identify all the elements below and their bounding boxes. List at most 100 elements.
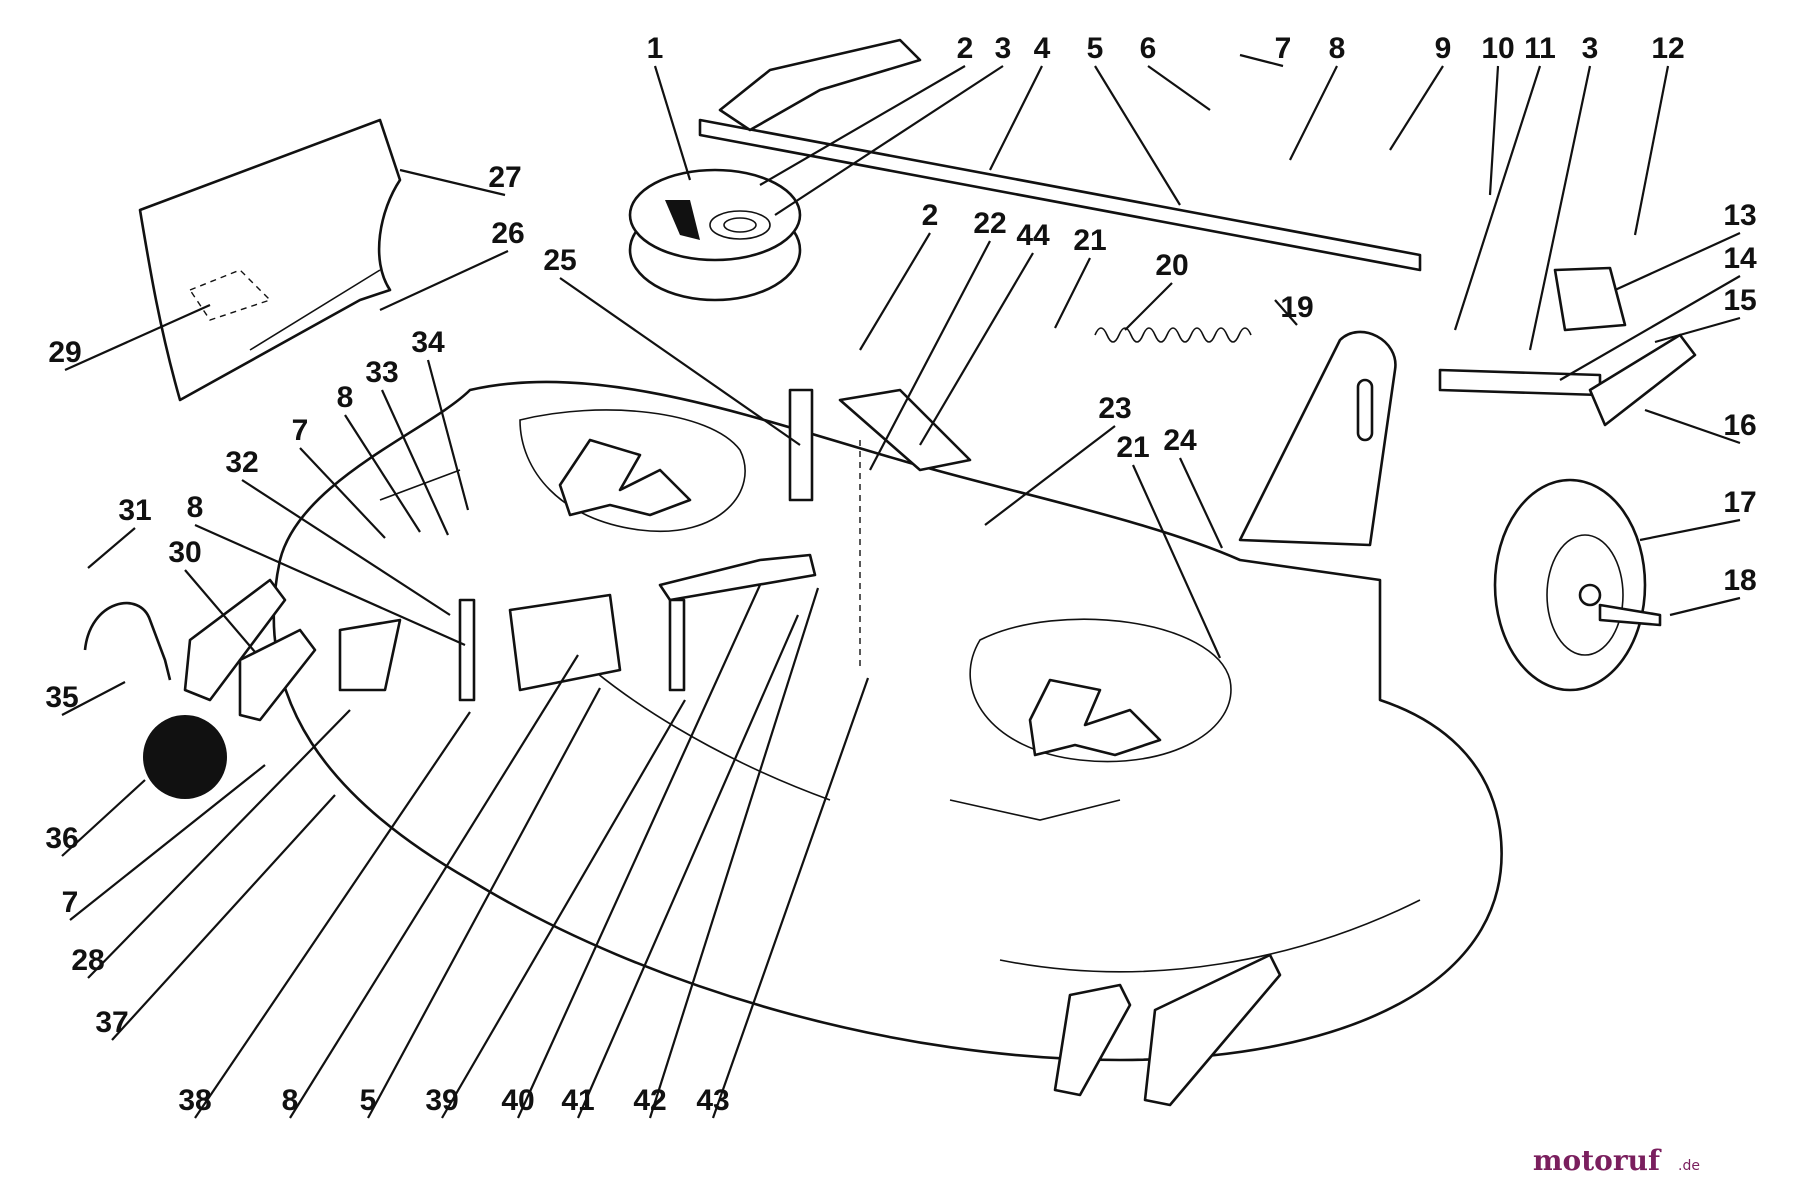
leader-line [869, 240, 991, 471]
leader-line [111, 794, 336, 1041]
callout-number: 9 [1435, 32, 1452, 65]
callout-number: 5 [1087, 32, 1104, 65]
leader-line [984, 425, 1116, 526]
callout-number: 41 [561, 1084, 594, 1117]
deck-wheel [1493, 478, 1662, 692]
watermark-tld: .de [1678, 1158, 1700, 1174]
leader-line [1639, 518, 1741, 542]
callout-number: 3 [1582, 32, 1599, 65]
leader-line [1124, 282, 1173, 331]
callout-number: 3 [995, 32, 1012, 65]
leader-line [1614, 231, 1741, 292]
leader-line [399, 168, 506, 197]
leader-line [241, 479, 451, 616]
leader-line [64, 303, 211, 372]
callout-number: 21 [1073, 224, 1106, 257]
leader-line [380, 389, 450, 536]
callout-number: 8 [282, 1084, 299, 1117]
watermark-brand: motoruf [1533, 1144, 1662, 1177]
callout-number: 39 [425, 1084, 458, 1117]
callout-number: 31 [118, 494, 151, 527]
leader-line [1528, 65, 1592, 351]
callout-number: 44 [1016, 219, 1050, 252]
leader-line [367, 687, 601, 1119]
leader-line [194, 711, 471, 1119]
leader-line [1274, 299, 1298, 326]
callout-number: 30 [168, 536, 201, 569]
leader-line [919, 252, 1034, 446]
callout-number: 1 [647, 32, 664, 65]
leader-line [1488, 65, 1500, 196]
callout-number: 23 [1098, 392, 1131, 425]
callout-number: 16 [1723, 409, 1756, 442]
callout-number: 7 [1275, 32, 1292, 65]
callout-number: 10 [1481, 32, 1514, 65]
leader-line [774, 65, 1004, 216]
leader-line [1094, 65, 1181, 206]
leader-line [559, 277, 801, 446]
leader-line [859, 232, 931, 351]
leader-line [1654, 316, 1741, 344]
callout-number: 35 [45, 681, 78, 714]
front-lift-arms [1053, 953, 1282, 1107]
height-adjust-bar [1438, 266, 1697, 427]
callout-number: 8 [187, 491, 204, 524]
rear-bracket [1238, 330, 1397, 547]
leader-line [441, 699, 686, 1119]
callout-number: 2 [957, 32, 974, 65]
leader-line [1289, 65, 1338, 161]
callout-number: 11 [1524, 32, 1556, 65]
leader-line [426, 359, 470, 511]
callout-number: 38 [178, 1084, 211, 1117]
leader-line [289, 654, 579, 1119]
leader-line [653, 65, 692, 181]
callout-number: 8 [1329, 32, 1346, 65]
callout-number: 7 [62, 886, 79, 919]
callout-number: 20 [1155, 249, 1188, 282]
callout-number: 34 [411, 326, 445, 359]
leader-line [1453, 65, 1542, 331]
leader-line [61, 681, 126, 716]
leader-line [1633, 65, 1670, 236]
leader-line [87, 709, 351, 979]
leader-line [576, 614, 800, 1119]
callout-number: 42 [633, 1084, 666, 1117]
callout-number: 18 [1723, 564, 1756, 597]
front-bracket [83, 578, 402, 799]
callout-number: 36 [45, 822, 78, 855]
leader-line [989, 65, 1043, 171]
pulley [628, 168, 802, 302]
leader-line [1389, 65, 1444, 151]
leader-line [1131, 464, 1222, 659]
lift-rod [698, 38, 1422, 272]
callout-number: 29 [48, 336, 81, 369]
callout-number: 19 [1280, 291, 1313, 324]
callout-number: 43 [696, 1084, 729, 1117]
callout-number: 24 [1163, 424, 1197, 457]
callout-number: 32 [225, 446, 258, 479]
watermark-logo: motoruf .de [1533, 1144, 1700, 1177]
callout-number: 27 [488, 161, 521, 194]
callout-number: 17 [1723, 486, 1756, 519]
callout-number: 22 [973, 207, 1006, 240]
leader-line [69, 764, 266, 921]
center-hardware [458, 388, 972, 702]
leader-line [344, 414, 421, 533]
leader-line [184, 569, 256, 653]
callout-number: 5 [360, 1084, 377, 1117]
leader-line [1054, 257, 1091, 329]
callout-number: 15 [1723, 284, 1756, 317]
spring [1094, 327, 1252, 343]
leader-line [1644, 408, 1741, 445]
leader-line [1147, 65, 1211, 111]
callout-number: 21 [1116, 431, 1149, 464]
leader-line [87, 527, 136, 569]
callout-number: 8 [337, 381, 354, 414]
leader-line [379, 250, 509, 311]
mower-deck [272, 380, 1503, 1062]
leader-lines [61, 53, 1741, 1119]
callout-number: 37 [95, 1006, 128, 1039]
